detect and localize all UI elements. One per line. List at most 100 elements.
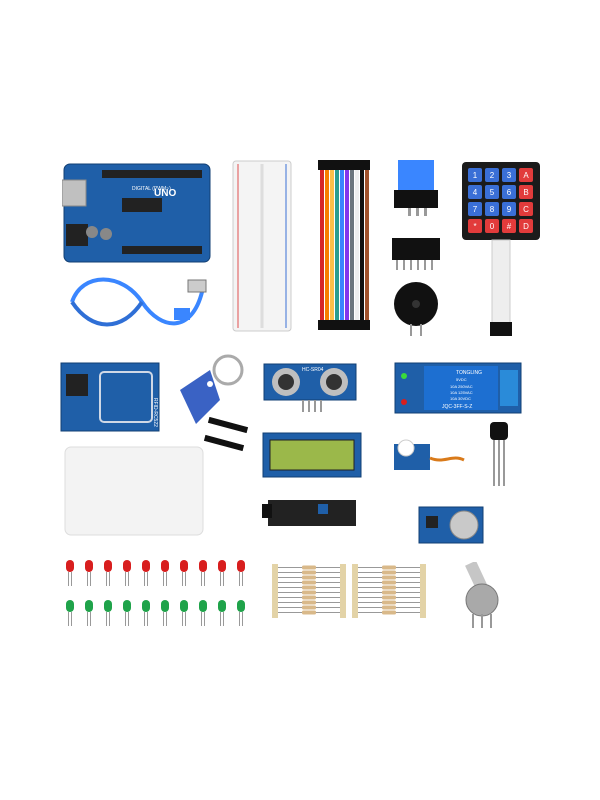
led-red-item [237,560,245,572]
led-leg [220,572,221,586]
temperature-sensor [490,422,508,486]
buzzer [394,282,438,336]
keypad-key-label: D [523,222,529,231]
led-leg [223,612,224,626]
resistor-body [302,565,316,570]
led-leg [204,572,205,586]
keypad-key-label: A [523,171,529,180]
led-leg [144,572,145,586]
led-leg [201,612,202,626]
keypad-key-label: 2 [490,171,495,180]
led-leg [87,572,88,586]
keypad-key [502,185,516,199]
arduino-uno-board: UNO DIGITAL (PWM~) [62,163,211,263]
resistor-body [382,570,396,575]
led-leg [201,572,202,586]
keypad-key-label: 5 [490,188,495,197]
relay-rating2: 10A 125VAC [450,390,473,395]
potentiometer [465,562,499,628]
led-green-item [218,600,226,612]
led-set [66,560,245,626]
resistor-body [382,585,396,590]
servo-motor [394,439,465,470]
resistor-body [382,590,396,595]
ultrasonic-sensor: HC-SR04 [263,363,357,412]
led-leg [182,612,183,626]
led-leg [109,612,110,626]
resistor-body [382,565,396,570]
keypad-key-label: # [507,222,512,231]
arduino-brand: UNO [154,188,176,199]
relay-voltage: 5VDC [456,377,467,382]
rtc-module [418,506,484,544]
resistor-body [302,585,316,590]
resistor-body [382,575,396,580]
led-green-item [66,600,74,612]
keypad-key [502,219,516,233]
led-leg [106,572,107,586]
led-leg [204,612,205,626]
led-leg [163,612,164,626]
resistor-body [302,570,316,575]
led-leg [68,572,69,586]
resistor-body [302,590,316,595]
resistor-body [302,595,316,600]
led-leg [109,572,110,586]
led-leg [71,612,72,626]
led-red-item [66,560,74,572]
led-leg [90,572,91,586]
led-leg [163,572,164,586]
keypad-key-label: 0 [490,222,495,231]
relay-module: TONGLING 5VDC 10A 250VAC 10A 125VAC 10A … [394,362,522,414]
resistor-body [302,605,316,610]
arduino-board-label: DIGITAL (PWM~) [132,186,171,192]
led-green-item [123,600,131,612]
led-leg [68,612,69,626]
led-leg [144,612,145,626]
relay-rating1: 10A 250VAC [450,384,473,389]
keypad-key [502,202,516,216]
led-red-item [104,560,112,572]
keypad-key [519,185,533,199]
resistor-body [382,580,396,585]
keypad-key-label: 1 [473,171,478,180]
led-red-item [142,560,150,572]
keypad-key [519,202,533,216]
led-leg [106,612,107,626]
resistor-body [382,600,396,605]
dht11-sensor [394,160,438,216]
keypad-key-label: 7 [473,205,478,214]
led-leg [147,612,148,626]
rfid-keyfob [180,354,244,424]
led-red-item [218,560,226,572]
rfid-label: RFID-RC522 [152,398,158,427]
keypad-key [519,168,533,182]
led-leg [185,572,186,586]
led-green-item [142,600,150,612]
keypad-key [468,168,482,182]
keypad-key-label: * [473,222,476,231]
led-leg [166,612,167,626]
led-green-item [180,600,188,612]
resistor-body [382,595,396,600]
led-leg [71,572,72,586]
led-leg [147,572,148,586]
led-red-item [199,560,207,572]
resistor-body [382,605,396,610]
keypad-key [468,185,482,199]
led-leg [87,612,88,626]
led-leg [125,612,126,626]
keypad-key-label: 8 [490,205,495,214]
resistor-strip-2 [352,564,426,618]
keypad-key [519,219,533,233]
led-leg [185,612,186,626]
relay-rating3: 10A 30VDC [450,396,471,401]
keypad-key-label: 4 [473,188,478,197]
led-leg [242,612,243,626]
keypad-key-label: C [523,205,529,214]
resistor-body [302,610,316,615]
resistor-strip-1 [272,564,346,618]
led-leg [166,572,167,586]
led-red-item [161,560,169,572]
